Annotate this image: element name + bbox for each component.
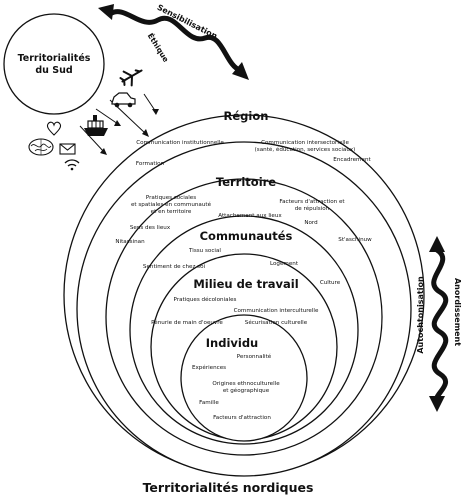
individu-item: Expériences: [192, 364, 226, 371]
communautes-item: Logement: [270, 261, 299, 267]
individu-item: et géographique: [223, 387, 270, 394]
south-circle: [3, 13, 105, 115]
territoire-item: St'aschinuw: [338, 237, 372, 243]
car-icon: [111, 92, 136, 108]
territoire-item: Nitassinan: [115, 239, 145, 245]
milieu-title: Milieu de travail: [193, 277, 298, 291]
milieu-item: Pénurie de main d'oeuvre: [151, 319, 223, 326]
airplane-icon: [119, 69, 143, 87]
individu-item: Origines ethnoculturelle: [212, 381, 280, 387]
region-item: Communication institutionnelle: [136, 140, 224, 146]
territoire-item: Pratiques sociales: [146, 195, 196, 201]
territoire-item: et spatiales en communauté: [131, 201, 212, 208]
brain-icon: [28, 138, 54, 156]
anordissement-arrow: [429, 236, 449, 412]
region-item: Formation: [136, 161, 165, 167]
communautes-item: Culture: [320, 280, 341, 286]
ethique-label: Éthique: [146, 32, 171, 64]
region-item: Encadrement: [333, 157, 371, 163]
milieu-item: Pratiques décoloniales: [174, 296, 237, 303]
communautes-item: Tissu social: [188, 248, 221, 254]
individu-circle: [180, 314, 308, 442]
territoire-item: de répulsion: [295, 205, 330, 212]
territoire-item: et en territoire: [151, 209, 192, 215]
region-item: Communication intersectorielle: [261, 140, 349, 146]
footer-title: Territorialités nordiques: [143, 480, 314, 495]
communautes-title: Communautés: [200, 229, 293, 243]
territoire-item: Facteurs d'attraction et: [279, 199, 345, 205]
region-item: (santé, éducation, services sociaux): [255, 146, 356, 153]
south-title-line2: du Sud: [35, 65, 72, 76]
communautes-item: Sentiment de chez soi: [143, 264, 206, 270]
heart-icon: [46, 121, 62, 136]
region-title: Région: [224, 109, 269, 123]
individu-item: Famille: [199, 400, 219, 406]
individu-item: Personnalité: [237, 353, 272, 360]
autochtonisation-label: Autochtonisation: [416, 276, 425, 354]
mail-icon: [59, 143, 76, 155]
connector-arrows: [79, 93, 159, 155]
milieu-item: Communication interculturelle: [234, 308, 319, 314]
territoire-item: Sens des lieux: [130, 225, 171, 231]
individu-title: Individu: [206, 336, 259, 350]
individu-item: Facteurs d'attraction: [213, 415, 271, 421]
ship-icon: [84, 115, 108, 136]
wifi-icon: [64, 159, 80, 171]
territoire-item: Nord: [304, 220, 318, 226]
territoire-title: Territoire: [216, 175, 276, 189]
anordissement-label: Anordissement: [453, 278, 461, 346]
milieu-item: Sécurisation culturelle: [245, 319, 308, 326]
sensibilisation-arrow: [98, 4, 249, 80]
south-title-line1: Territorialités: [18, 53, 91, 64]
territoire-item: Attachement aux lieux: [218, 213, 282, 219]
